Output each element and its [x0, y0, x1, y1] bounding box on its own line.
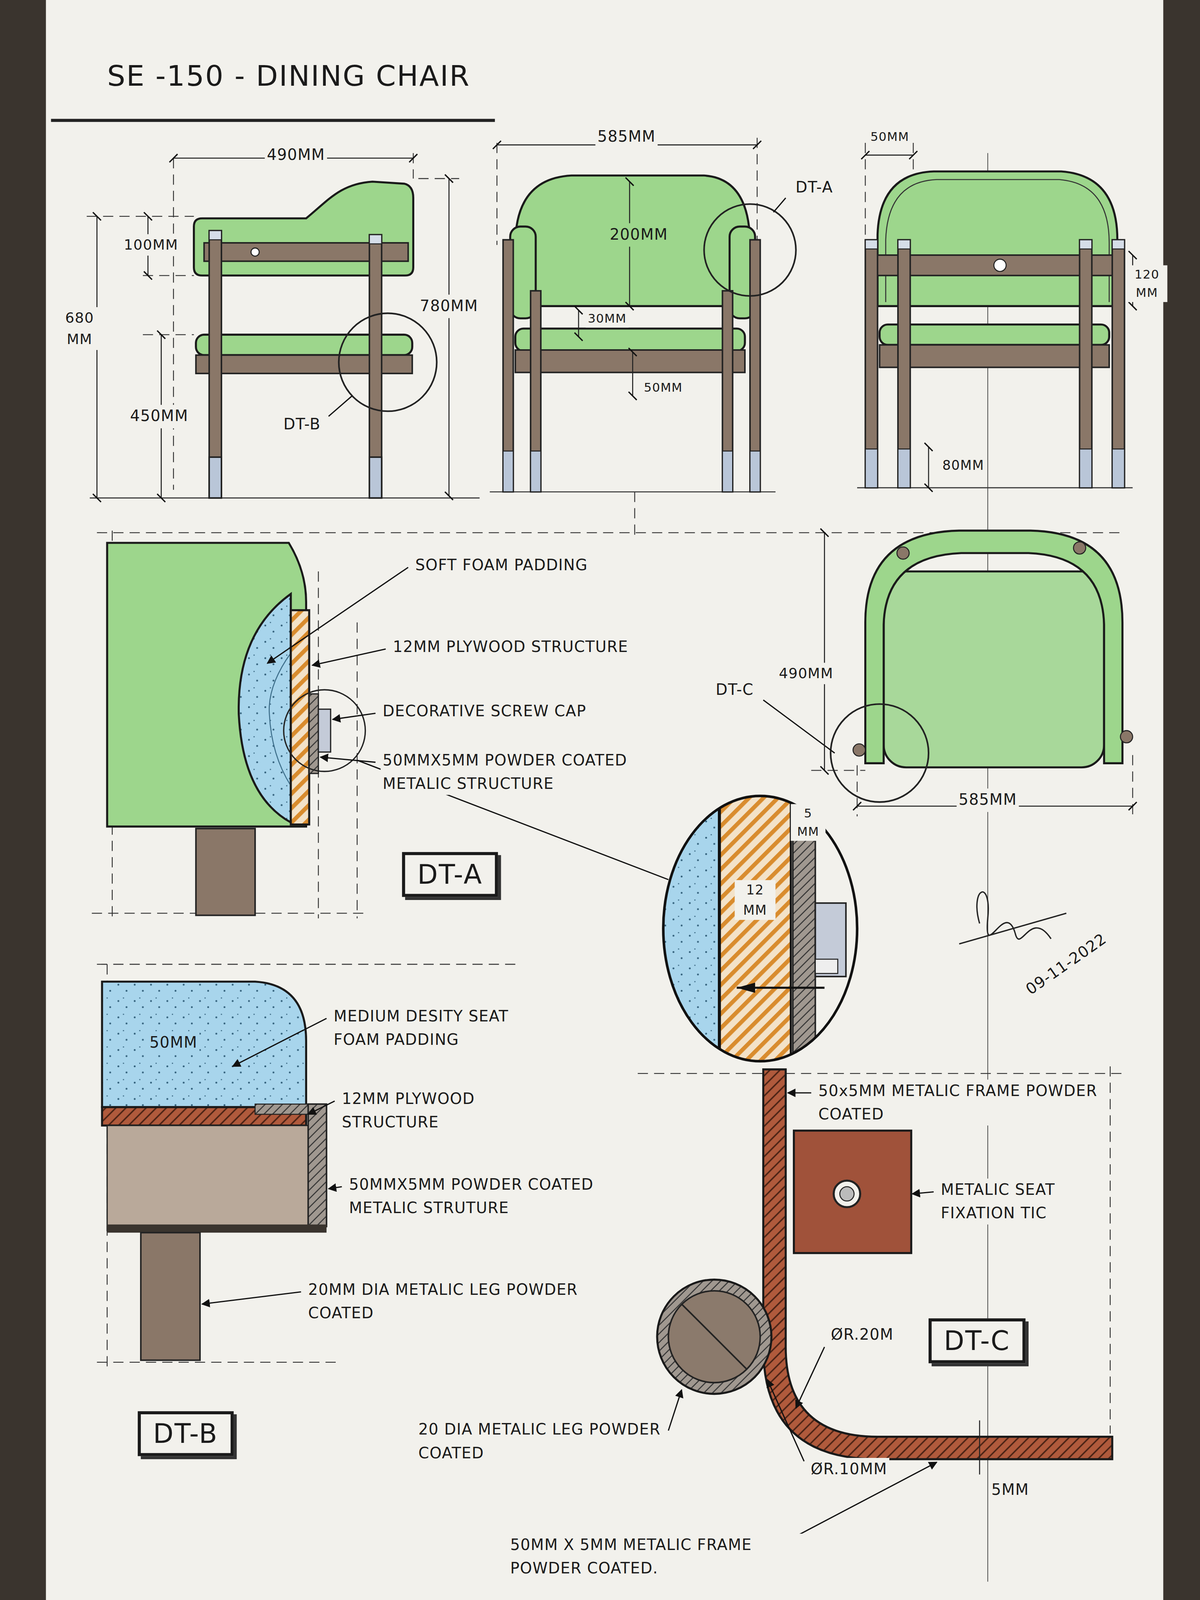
- dimension-label: 780MM: [417, 294, 481, 318]
- dimension-label: DT-C: [713, 678, 756, 702]
- dimension-label: 50MM: [641, 378, 685, 397]
- detail-tag: DT-B: [153, 1418, 219, 1449]
- detail-tag-box: DT-B: [137, 1411, 234, 1456]
- dimension-label: ØR.20M: [828, 1323, 896, 1347]
- dimension-label: 30MM: [585, 309, 629, 328]
- dimension-label: 50MM: [147, 1031, 200, 1055]
- callout-note: 20 DIA METALIC LEG POWDER COATED: [416, 1418, 666, 1465]
- callout-note: 20MM DIA METALIC LEG POWDER COATED: [305, 1278, 586, 1325]
- callout-note: 50MM X 5MM METALIC FRAME POWDER COATED.: [508, 1533, 819, 1580]
- callout-note: 50MMX5MM POWDER COATED METALIC STRUCTURE: [380, 748, 661, 795]
- dimension-label: 50MM: [868, 127, 912, 146]
- dimension-label: 490MM: [264, 143, 327, 167]
- callout-note: 12MM PLYWOOD STRUCTURE: [339, 1087, 508, 1134]
- callout-note: 50x5MM METALIC FRAME POWDER COATED: [816, 1079, 1101, 1126]
- dimension-label: 680 MM: [57, 307, 102, 350]
- dimension-label: 12 MM: [734, 880, 776, 920]
- detail-tag-box: DT-A: [401, 851, 499, 897]
- dimension-label: ØR.10MM: [808, 1457, 890, 1481]
- dimension-label: 450MM: [128, 404, 191, 428]
- callout-note: METALIC SEAT FIXATION TIC: [938, 1178, 1107, 1225]
- dimension-label: 120 MM: [1126, 265, 1168, 303]
- sheet-title: SE -150 - DINING CHAIR: [107, 59, 471, 93]
- dimension-label: 490MM: [776, 662, 836, 685]
- detail-tag-box: DT-C: [928, 1318, 1026, 1364]
- dimension-label: 585MM: [595, 125, 658, 149]
- dimension-label: 200MM: [607, 223, 670, 247]
- dimension-label: 80MM: [940, 455, 987, 476]
- dimension-label: 100MM: [121, 234, 181, 256]
- dimension-label: 5MM: [989, 1478, 1031, 1502]
- dimension-label: DT-A: [793, 176, 836, 200]
- dimension-label: 5 MM: [790, 803, 826, 841]
- detail-tag: DT-C: [944, 1325, 1011, 1356]
- callout-note: 50MMX5MM POWDER COATED METALIC STRUTURE: [346, 1173, 627, 1220]
- callout-note: MEDIUM DESITY SEAT FOAM PADDING: [331, 1005, 561, 1052]
- callout-note: 12MM PLYWOOD STRUCTURE: [390, 635, 631, 659]
- callout-note: DECORATIVE SCREW CAP: [380, 700, 589, 724]
- detail-tag: DT-A: [417, 859, 483, 890]
- callout-note: SOFT FOAM PADDING: [413, 553, 590, 577]
- dimension-label: 585MM: [956, 788, 1020, 812]
- dimension-label: DT-B: [281, 413, 323, 437]
